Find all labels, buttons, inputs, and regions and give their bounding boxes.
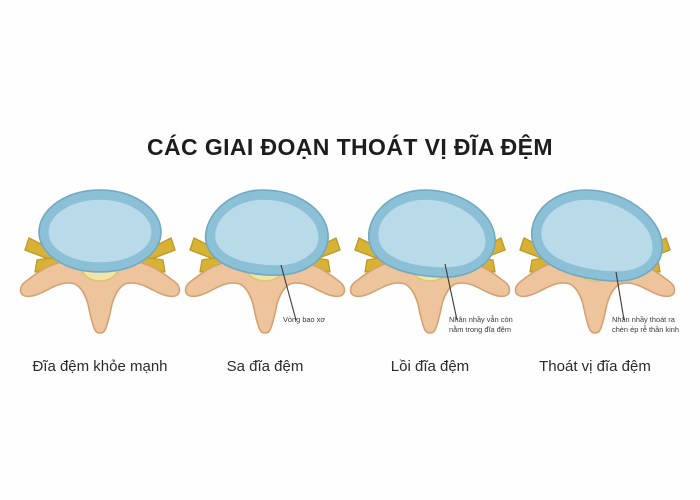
nucleus-pulposus — [213, 198, 320, 267]
panel-label-disc-protrusion: Lồi đĩa đệm — [390, 358, 470, 375]
annotation-annulus-fibrosus: Vòng bao xơ — [283, 315, 326, 324]
annotation-pointer-line — [444, 263, 458, 321]
vertebral-bone — [19, 257, 181, 334]
vertebra-diagram-herniation — [514, 189, 676, 334]
panel-healthy-disc — [15, 180, 185, 340]
vertebra-diagram-prolapse — [184, 189, 346, 334]
panel-disc-protrusion — [345, 180, 515, 340]
vertebral-bone — [184, 257, 346, 334]
panel-disc-herniation — [510, 180, 680, 340]
intervertebral-disc — [38, 189, 162, 273]
panel-label-disc-herniation: Thoát vị đĩa đệm — [539, 358, 651, 375]
vertebra-diagram-healthy — [19, 189, 181, 334]
annotation-nucleus-contained: Nhân nhầy vẫn còn nằm trong đĩa đệm — [449, 315, 513, 334]
vertebra-diagram-protrusion — [349, 189, 511, 334]
panel-disc-prolapse — [180, 180, 350, 340]
panel-label-disc-prolapse: Sa đĩa đệm — [226, 358, 304, 375]
annotation-pointer-line — [280, 264, 297, 321]
nucleus-pulposus — [540, 198, 654, 273]
panel-label-healthy-disc: Đĩa đệm khỏe mạnh — [32, 358, 168, 375]
intervertebral-disc — [368, 189, 496, 278]
annotation-pointer-line — [615, 271, 625, 321]
page-title: CÁC GIAI ĐOẠN THOÁT VỊ ĐĨA ĐỆM — [147, 134, 553, 160]
intervertebral-disc — [204, 189, 329, 276]
intervertebral-disc — [531, 189, 663, 282]
vertebral-bone — [349, 257, 511, 334]
annotation-nucleus-extruded: Nhân nhầy thoát ra chèn ép rễ thần kinh — [612, 315, 679, 334]
nucleus-pulposus — [47, 198, 153, 264]
